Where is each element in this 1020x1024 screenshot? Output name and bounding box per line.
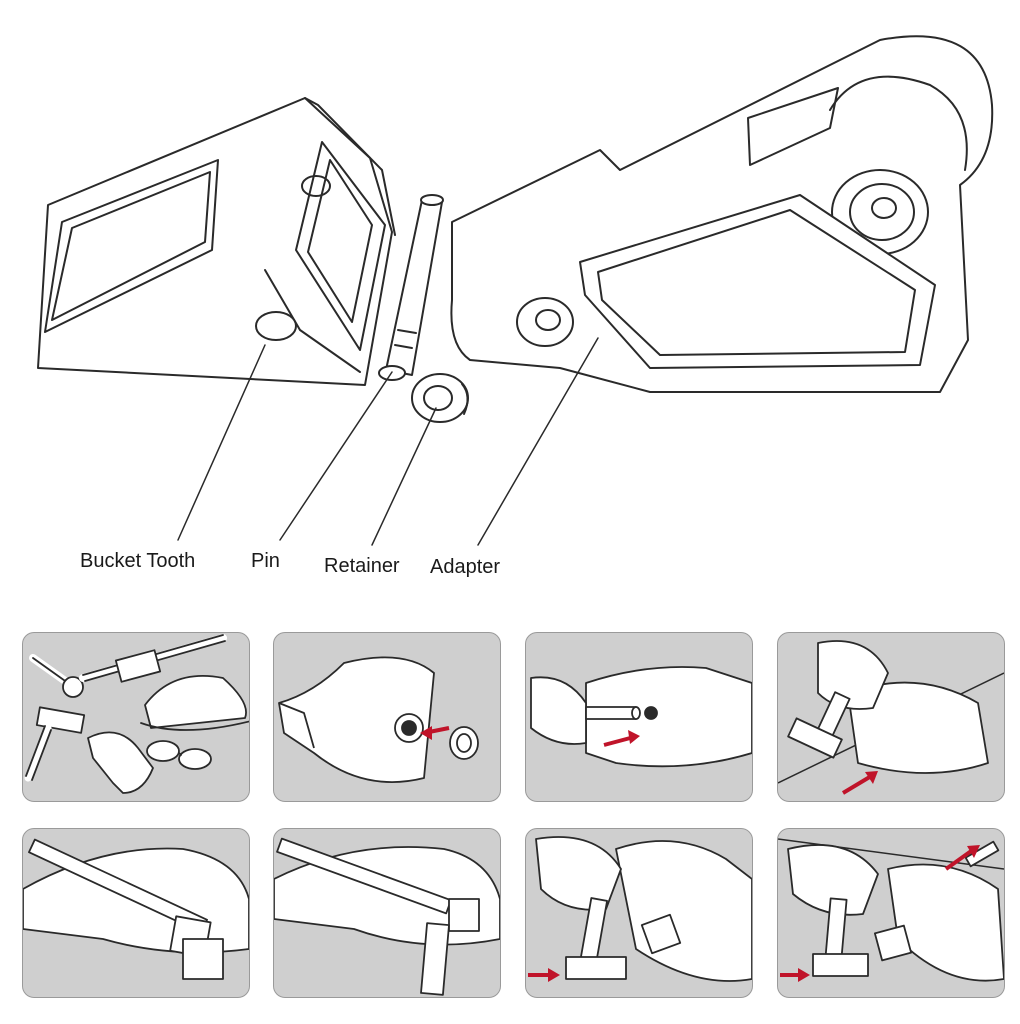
wrench-icon (29, 654, 84, 698)
glove-icon (87, 731, 154, 794)
tooth-icon (887, 863, 1004, 982)
exploded-assembly-diagram (37, 35, 994, 546)
step-panel-8 (777, 828, 1005, 998)
sledge-hammer-icon (79, 634, 227, 683)
label-adapter: Adapter (430, 556, 501, 578)
retainer-ring-icon (449, 726, 479, 760)
hammer-icon (24, 706, 86, 782)
tooth-icon (615, 840, 752, 982)
insert-arrow-icon (420, 726, 450, 740)
step-panel-6 (273, 828, 501, 998)
ejected-pin-icon (964, 840, 1000, 868)
retainer-drawing (411, 373, 469, 423)
step-panel-1 (22, 632, 250, 802)
safety-glasses-icon (146, 740, 212, 770)
step-panel-5 (22, 828, 250, 998)
hand-with-hammer-icon (535, 836, 682, 980)
leader-lines (177, 337, 599, 546)
hard-hat-icon (140, 674, 249, 731)
hand-with-hammer-icon (787, 640, 889, 759)
insert-arrow-icon (603, 730, 640, 747)
tooth-icon (847, 681, 989, 774)
step-panel-3 (525, 632, 753, 802)
eject-arrow-icon (944, 845, 980, 871)
direction-arrow-icon (528, 968, 560, 982)
tooth-on-adapter-icon (278, 656, 435, 783)
pin-head-icon (420, 898, 480, 996)
bucket-tooth-drawing (37, 97, 396, 386)
label-bucket-tooth: Bucket Tooth (80, 550, 196, 572)
label-pin: Pin (251, 550, 280, 572)
step-panel-4 (777, 632, 1005, 802)
label-retainer: Retainer (324, 555, 400, 577)
pin-head-icon (169, 915, 224, 980)
pin-drawing (378, 194, 444, 381)
direction-arrow-icon (841, 771, 878, 795)
tooth-icon (585, 666, 752, 768)
adapter-drawing (450, 35, 994, 393)
direction-arrow-icon (780, 968, 810, 982)
step-panel-2 (273, 632, 501, 802)
hand-with-hammer-icon (787, 844, 913, 977)
hand-with-pin-icon (530, 676, 641, 745)
step-panel-7 (525, 828, 753, 998)
